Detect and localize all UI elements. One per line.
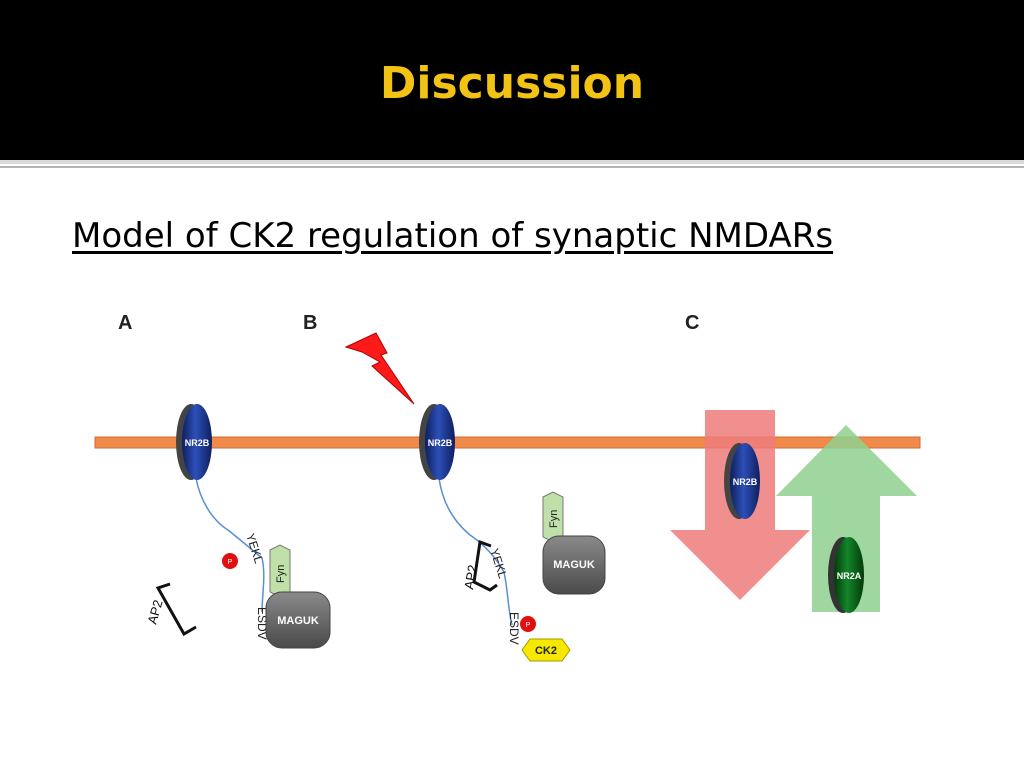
panel-label-a: A	[118, 312, 132, 334]
yekl-motif-b: YEKL	[487, 547, 510, 581]
ap2-label-b: AP2	[461, 564, 480, 591]
fyn-label-b: Fyn	[548, 510, 560, 528]
phospho-site-b: P	[520, 616, 536, 632]
nr2b-c-tail-b	[438, 477, 513, 626]
nr2b-receptor-c: NR2B	[724, 443, 760, 519]
header-divider-line	[0, 166, 1024, 168]
nr2a-receptor-c: NR2A	[828, 537, 864, 613]
phospho-site-a: P	[222, 553, 238, 569]
slide-subtitle: Model of CK2 regulation of synaptic NMDA…	[72, 216, 834, 256]
maguk-protein-a: MAGUK	[265, 591, 331, 649]
panel-label-b: B	[303, 312, 317, 334]
phospho-label-a: P	[228, 559, 233, 566]
maguk-label-b: MAGUK	[553, 559, 595, 571]
ck2-label: CK2	[535, 645, 557, 657]
nr2b-c-tail-a	[195, 477, 265, 613]
cell-membrane	[94, 436, 921, 449]
maguk-protein-b: MAGUK	[542, 535, 606, 595]
nr2a-label-c: NR2A	[837, 571, 862, 581]
nr2b-receptor-b: NR2B	[419, 404, 455, 480]
ck2-nmdar-model-figure: A B C NR2B P YEKL ESDV AP2 Fyn MAGUK NR2…	[94, 312, 921, 662]
nr2b-label-a: NR2B	[185, 438, 210, 448]
slide-title: Discussion	[379, 58, 645, 109]
ap2-bracket-b	[472, 539, 498, 592]
fyn-label-a: Fyn	[275, 565, 287, 583]
fyn-kinase-b: Fyn	[542, 491, 564, 543]
esdv-motif-b: ESDV	[507, 612, 521, 645]
ap2-bracket-a	[155, 582, 197, 637]
phospho-label-b: P	[526, 622, 531, 629]
ap2-label-a: AP2	[144, 598, 165, 626]
yekl-motif-a: YEKL	[243, 532, 266, 566]
ck2-kinase: CK2	[521, 638, 571, 662]
nr2b-receptor-a: NR2B	[176, 404, 212, 480]
lightning-stimulus-icon	[344, 332, 415, 405]
nr2b-label-b: NR2B	[428, 438, 453, 448]
slide-header: Discussion	[0, 0, 1024, 160]
maguk-label-a: MAGUK	[277, 615, 319, 627]
fyn-kinase-a: Fyn	[269, 544, 291, 598]
panel-label-c: C	[685, 312, 699, 334]
nr2b-label-c: NR2B	[733, 477, 758, 487]
up-arrow-nr2a-insertion	[776, 425, 917, 612]
header-divider	[0, 160, 1024, 164]
